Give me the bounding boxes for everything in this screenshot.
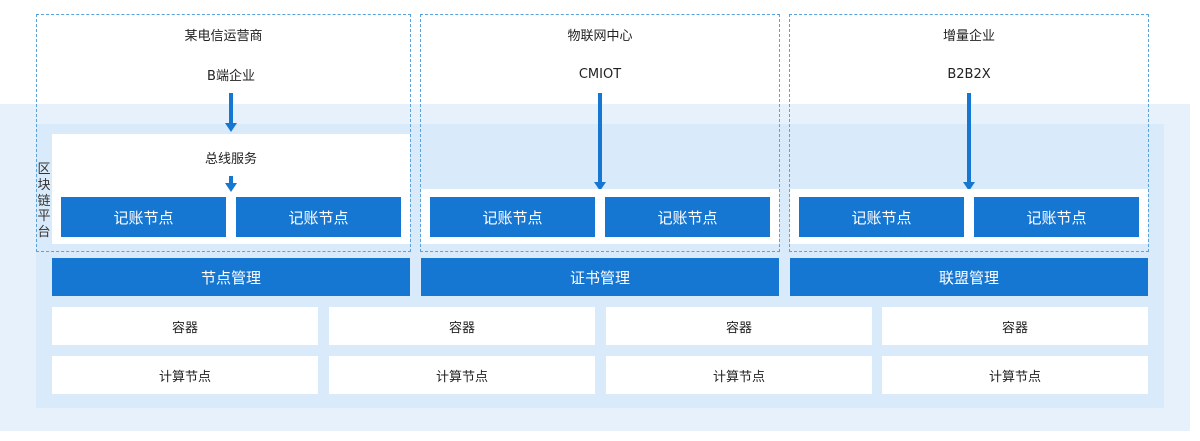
side-label-char: 区 (37, 162, 51, 177)
column-group-telecom (36, 14, 411, 252)
blockchain-platform-label: 区 块 链 平 台 (36, 162, 52, 240)
container-box: 容器 (882, 307, 1148, 345)
ledger-node: 记账节点 (236, 197, 401, 237)
bus-service-label: 总线服务 (204, 151, 257, 167)
side-label-char: 块 (37, 177, 51, 193)
column-title: 某电信运营商 (184, 28, 263, 44)
alliance-management-bar: 联盟管理 (790, 258, 1148, 296)
ledger-node: 记账节点 (974, 197, 1139, 237)
compute-node-box: 计算节点 (329, 356, 595, 394)
compute-node-box: 计算节点 (52, 356, 318, 394)
container-box: 容器 (52, 307, 318, 345)
flow-arrow-head (225, 183, 237, 192)
flow-arrow-line (598, 93, 602, 182)
flow-arrow-line (229, 176, 233, 184)
ledger-node: 记账节点 (61, 197, 226, 237)
container-box: 容器 (329, 307, 595, 345)
column-group-iot (420, 14, 780, 252)
container-box: 容器 (606, 307, 872, 345)
flow-arrow-line (229, 93, 233, 123)
side-label-char: 平 (37, 209, 51, 225)
flow-arrow-head (225, 123, 237, 132)
flow-arrow-head (594, 182, 606, 191)
ledger-node: 记账节点 (605, 197, 770, 237)
entry-box: B端企业 (52, 55, 410, 93)
node-management-bar: 节点管理 (52, 258, 410, 296)
column-title: 物联网中心 (567, 28, 633, 44)
entry-box: B2B2X (790, 55, 1148, 93)
column-group-incremental (789, 14, 1149, 252)
side-label-char: 台 (37, 225, 51, 240)
side-label-char: 链 (37, 193, 51, 209)
ledger-node: 记账节点 (799, 197, 964, 237)
ledger-node: 记账节点 (430, 197, 595, 237)
flow-arrow-head (963, 182, 975, 191)
column-title: 增量企业 (942, 28, 995, 44)
certificate-management-bar: 证书管理 (421, 258, 779, 296)
compute-node-box: 计算节点 (606, 356, 872, 394)
flow-arrow-line (967, 93, 971, 182)
compute-node-box: 计算节点 (882, 356, 1148, 394)
entry-box: CMIOT (421, 55, 779, 93)
